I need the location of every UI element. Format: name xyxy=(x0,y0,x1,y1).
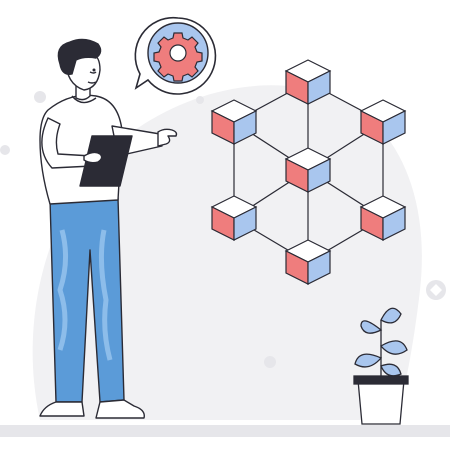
shoe-left xyxy=(39,401,85,417)
sparkle-icon xyxy=(0,91,446,368)
shoe-right xyxy=(95,399,145,419)
gear-icon xyxy=(153,32,203,82)
pointing-hand xyxy=(157,128,178,147)
floor xyxy=(0,425,450,437)
hair xyxy=(57,38,102,75)
person xyxy=(39,38,178,419)
plant-icon xyxy=(353,307,409,425)
clipboard-icon xyxy=(79,135,133,187)
